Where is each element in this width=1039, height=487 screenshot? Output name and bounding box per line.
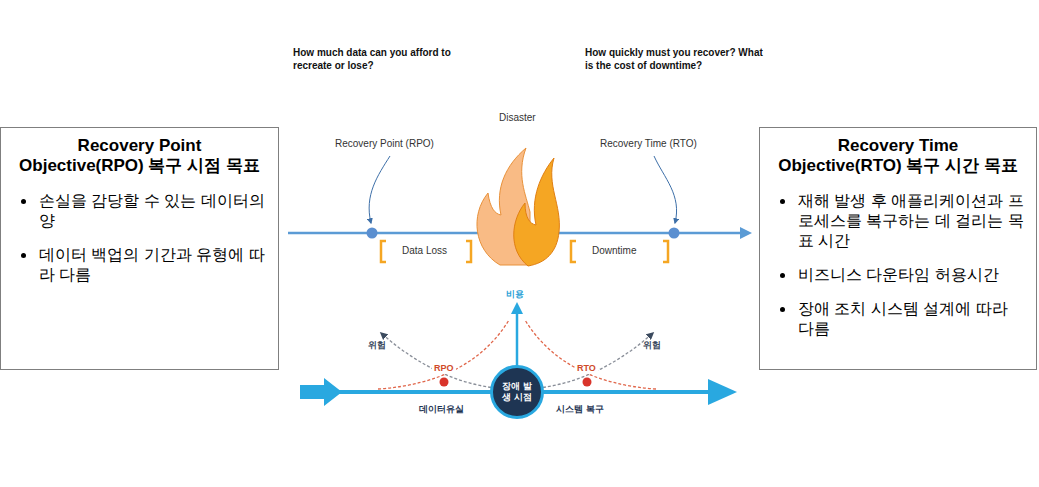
phase-label: 시스템 복구 [556, 404, 604, 415]
point-label: Recovery Point (RPO) [335, 138, 434, 151]
risk-curve [381, 333, 506, 389]
bullet-row: 재해 발생 후 애플리케이션과 프로세스를 복구하는 데 걸리는 목표 시간 [770, 191, 1026, 251]
bracket [381, 241, 386, 262]
question-note: How quickly must you recover? What is th… [585, 47, 765, 72]
timeline [367, 228, 378, 239]
bracket [466, 241, 471, 262]
bullet-text: 비즈니스 다운타임 허용시간 [798, 265, 1026, 285]
bullet-row: 손실을 감당할 수 있는 데이터의 양 [11, 191, 268, 231]
risk-label: 위험 [643, 340, 661, 351]
bullet-dot [21, 199, 26, 204]
span-label: Downtime [592, 245, 636, 258]
timeline [740, 227, 752, 239]
flow-arrow [300, 302, 737, 406]
point-label: RPO [432, 363, 456, 374]
bullet-dot [21, 253, 26, 258]
flame [514, 158, 560, 266]
bullet-dot [780, 307, 785, 312]
axis-label: 비용 [506, 289, 524, 300]
flow-arrow [708, 379, 737, 405]
objective-box: Recovery Point Objective(RPO) 복구 시점 목표손실… [0, 127, 279, 370]
phase-label: 데이터유실 [419, 404, 464, 415]
bullet-row: 장애 조치 시스템 설계에 따라 다름 [770, 299, 1026, 339]
point-label: RTO [575, 363, 598, 374]
box-heading: Recovery Point Objective(RPO) 복구 시점 목표 [17, 136, 262, 177]
event-label: 장애 발생 시점 [499, 381, 535, 403]
bullet-row: 데이터 백업의 기간과 유형에 따라 다름 [11, 245, 268, 285]
risk-label: 위험 [368, 340, 386, 351]
bullet-text: 손실을 감당할 수 있는 데이터의 양 [39, 191, 268, 231]
leader-line [654, 156, 677, 223]
event-label: Disaster [499, 112, 536, 125]
bracket [571, 241, 576, 262]
bullet-dot [780, 273, 785, 278]
bullet-dot [780, 199, 785, 204]
cost-curve [378, 320, 509, 389]
flow-arrow [516, 312, 519, 366]
event-circle: 장애 발생 시점 [490, 365, 544, 419]
point-label: Recovery Time (RTO) [600, 138, 697, 151]
flame [477, 148, 559, 266]
risk-curve [528, 333, 653, 389]
bullet-text: 재해 발생 후 애플리케이션과 프로세스를 복구하는 데 걸리는 목표 시간 [798, 191, 1026, 251]
bracket [663, 241, 668, 262]
point-dot [583, 378, 592, 387]
question-note: How much data can you afford to recreate… [293, 47, 461, 72]
objective-box: Recovery Time Objective(RTO) 복구 시간 목표재해 … [759, 127, 1037, 370]
bullet-text: 장애 조치 시스템 설계에 따라 다름 [798, 299, 1026, 339]
span-label: Data Loss [402, 245, 447, 258]
leader-line [369, 156, 390, 223]
box-heading: Recovery Time Objective(RTO) 복구 시간 목표 [776, 136, 1021, 177]
timeline [669, 228, 680, 239]
bullet-text: 데이터 백업의 기간과 유형에 따라 다름 [39, 245, 268, 285]
bullet-row: 비즈니스 다운타임 허용시간 [770, 265, 1026, 285]
flow-arrow [511, 302, 523, 314]
cost-curve [525, 320, 656, 389]
point-dot [440, 378, 449, 387]
flow-arrow [300, 378, 342, 406]
